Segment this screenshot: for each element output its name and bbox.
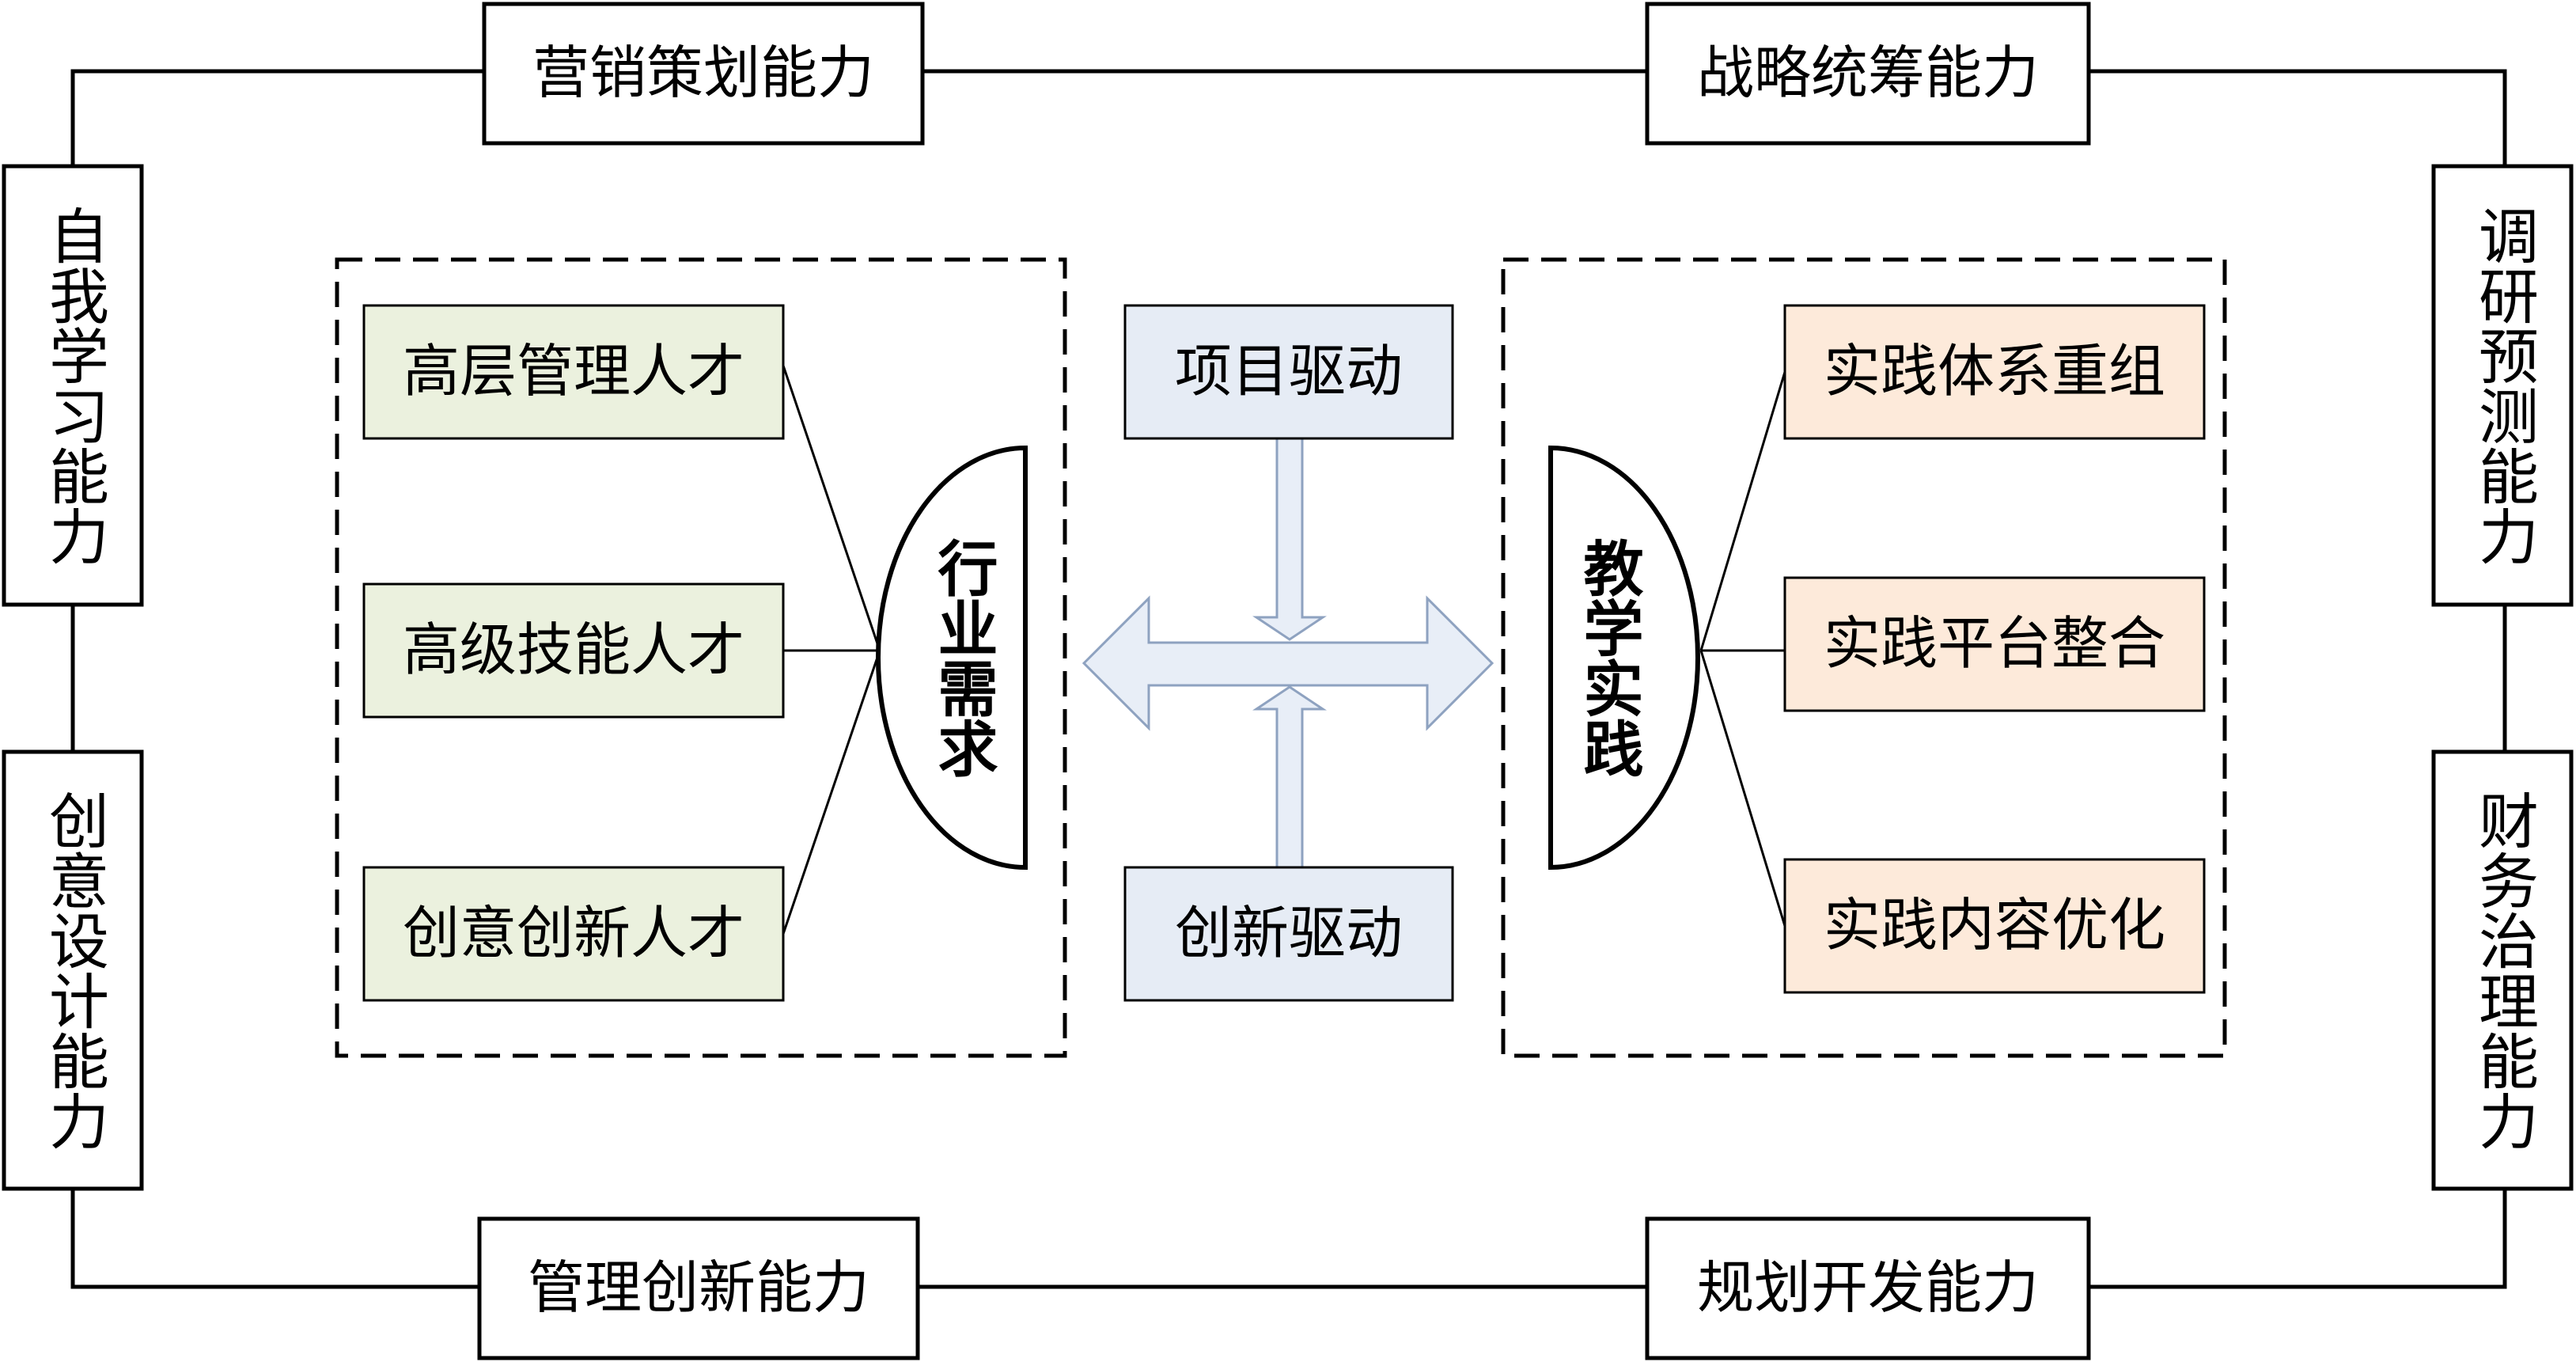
teaching-item-1: 实践体系重组 (1783, 304, 2206, 440)
teaching-item-3: 实践内容优化 (1783, 858, 2206, 994)
ability-box-left-lower: 创意设计能力 (2, 749, 144, 1191)
teaching-label: 教学实践 (1574, 537, 1644, 778)
down-arrow (1252, 437, 1327, 641)
industry-item-label: 高级技能人才 (403, 619, 744, 682)
driver-label-bottom: 创新驱动 (1175, 902, 1403, 966)
industry-connectors (782, 365, 881, 935)
ability-label-right-upper: 调研预测能力 (2469, 205, 2537, 566)
teaching-item-label: 实践体系重组 (1824, 340, 2165, 404)
ability-box-bottom-left: 管理创新能力 (477, 1216, 920, 1360)
ability-label-bottom-left: 管理创新能力 (528, 1257, 869, 1320)
industry-label: 行业需求 (929, 537, 998, 778)
teaching-item-2: 实践平台整合 (1783, 576, 2206, 712)
teaching-dashed-container (1501, 257, 2227, 1058)
teaching-semicircle: 教学实践 (1548, 445, 1700, 871)
ability-box-left-upper: 自我学习能力 (2, 164, 144, 607)
ability-label-top-right: 战略统筹能力 (1697, 42, 2039, 105)
ability-box-right-lower: 财务治理能力 (2431, 749, 2574, 1191)
up-arrow (1252, 685, 1327, 869)
industry-dashed-container (335, 257, 1067, 1058)
outer-frame-lines (70, 69, 2507, 1289)
industry-item-3: 创意创新人才 (362, 866, 785, 1002)
industry-item-label: 创意创新人才 (403, 902, 744, 966)
ability-box-bottom-right: 规划开发能力 (1645, 1216, 2091, 1360)
ability-box-right-upper: 调研预测能力 (2431, 164, 2574, 607)
ability-box-top-left: 营销策划能力 (482, 2, 925, 146)
driver-box-top: 项目驱动 (1123, 304, 1454, 440)
driver-label-top: 项目驱动 (1175, 340, 1403, 404)
driver-box-bottom: 创新驱动 (1123, 866, 1454, 1002)
teaching-item-label: 实践平台整合 (1824, 613, 2165, 676)
teaching-item-label: 实践内容优化 (1824, 894, 2165, 958)
double-headed-horizontal-arrow (1082, 595, 1494, 731)
ability-box-top-right: 战略统筹能力 (1645, 2, 2091, 146)
industry-item-1: 高层管理人才 (362, 304, 785, 440)
ability-label-left-upper: 自我学习能力 (40, 205, 107, 566)
industry-item-label: 高层管理人才 (403, 340, 744, 404)
ability-label-top-left: 营销策划能力 (532, 42, 874, 105)
industry-semicircle: 行业需求 (876, 445, 1028, 871)
teaching-connectors (1699, 371, 1786, 927)
ability-label-left-lower: 创意设计能力 (40, 790, 108, 1151)
central-arrows (1082, 437, 1494, 869)
ability-label-right-lower: 财务治理能力 (2469, 790, 2537, 1151)
industry-item-2: 高级技能人才 (362, 582, 785, 719)
ability-label-bottom-right: 规划开发能力 (1697, 1257, 2039, 1320)
